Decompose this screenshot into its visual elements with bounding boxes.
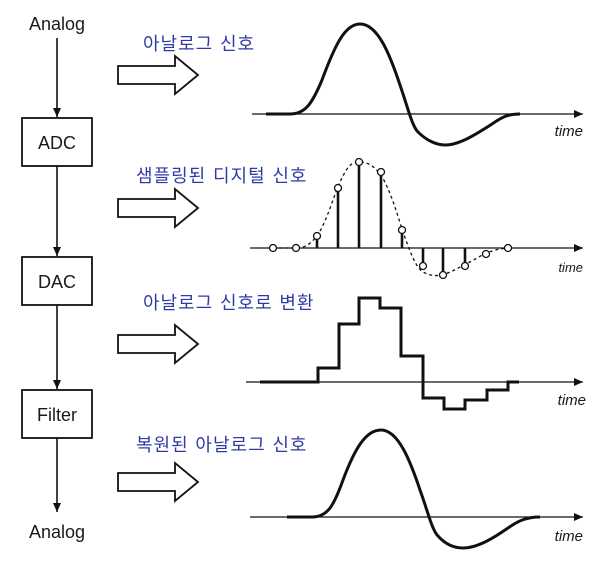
panel-3-staircase [260, 296, 519, 411]
panel-dac-output: 아날로그 신호로 변환 time [143, 293, 586, 411]
panel-sampled-signal: 샘플링된 디지털 신호 time [136, 157, 583, 280]
filter-block: Filter [21, 389, 93, 439]
adc-block: ADC [21, 117, 93, 167]
panel-2-title: 샘플링된 디지털 신호 [136, 166, 307, 187]
dac-label: DAC [38, 272, 76, 292]
panel-2-axis-label: time [558, 260, 583, 275]
panel-2-sample-stems [315, 162, 467, 275]
adc-label: ADC [38, 133, 76, 153]
panel-4-axis-label: time [555, 528, 583, 545]
hollow-arrow-3 [117, 323, 200, 365]
panel-1-title: 아날로그 신호 [143, 34, 255, 55]
output-label: Analog [29, 522, 85, 542]
panel-analog-signal: 아날로그 신호 time [143, 22, 583, 147]
filter-label: Filter [37, 405, 77, 425]
hollow-arrow-2 [117, 187, 200, 229]
input-label: Analog [29, 14, 85, 34]
panel-restored-signal: 복원된 아날로그 신호 time [136, 428, 583, 550]
dac-block: DAC [21, 256, 93, 306]
panel-2-sample-points [268, 157, 513, 280]
panel-4-waveform [287, 428, 541, 550]
panel-1-waveform [266, 22, 521, 147]
panel-3-axis-label: time [558, 392, 586, 409]
hollow-arrow-1 [117, 54, 200, 96]
panel-2-envelope [273, 161, 511, 277]
panel-4-title: 복원된 아날로그 신호 [136, 435, 307, 456]
hollow-arrow-4 [117, 461, 200, 503]
panel-3-title: 아날로그 신호로 변환 [143, 293, 314, 314]
panel-1-axis-label: time [555, 123, 583, 140]
